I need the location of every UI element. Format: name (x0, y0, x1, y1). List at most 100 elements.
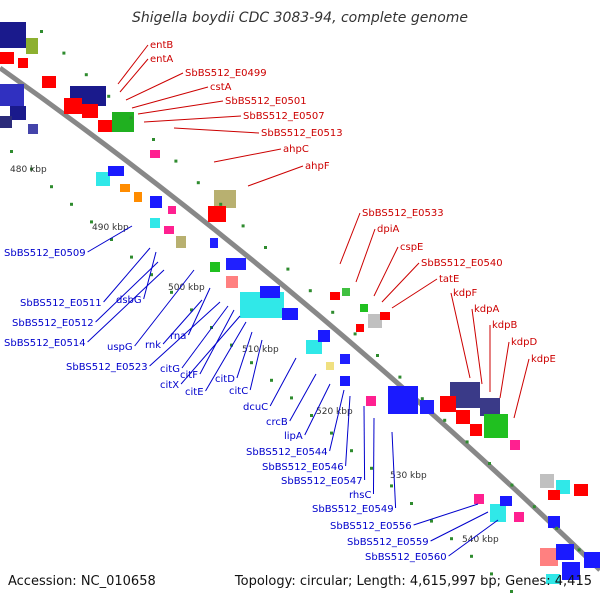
label-leader (143, 251, 157, 300)
gene-label-bottom: rna (170, 331, 186, 342)
genome-summary: Topology: circular; Length: 4,615,997 bp… (234, 574, 592, 589)
gene-feature (540, 548, 558, 566)
gene-feature (342, 288, 350, 296)
skew-dot (330, 431, 333, 435)
gene-feature (584, 552, 600, 568)
gene-label-bottom: SbBS512_E0523 (66, 362, 148, 373)
gc-skew-dots (10, 30, 581, 593)
gene-feature (226, 276, 238, 288)
skew-dot (390, 484, 393, 488)
gene-label-top: cstA (210, 82, 232, 93)
gene-feature (562, 562, 580, 580)
skew-dot (577, 548, 581, 552)
gene-feature (108, 166, 124, 176)
label-leader (181, 305, 229, 369)
skew-dot (370, 466, 373, 470)
label-leader (213, 148, 282, 163)
gene-label-bottom: uspG (107, 342, 133, 353)
gene-feature (490, 504, 506, 522)
map-title: Shigella boydii CDC 3083-94, complete ge… (131, 10, 469, 26)
gene-feature (330, 292, 340, 300)
gene-feature (18, 58, 28, 68)
gene-feature (26, 38, 38, 54)
label-leader (173, 127, 260, 134)
gene-feature (64, 98, 82, 114)
gene-label-top: ahpF (305, 161, 330, 172)
gene-feature (540, 474, 554, 488)
gene-feature (388, 386, 418, 414)
gene-feature (340, 376, 350, 386)
label-leader (125, 72, 184, 101)
label-leader (247, 165, 304, 187)
skew-dot (470, 554, 473, 558)
gene-label-bottom: SbBS512_E0544 (246, 447, 328, 458)
skew-dot (70, 202, 73, 206)
gene-feature (318, 330, 330, 342)
gene-feature (260, 286, 280, 298)
gene-label-bottom: citC (229, 386, 248, 397)
gene-label-top: entA (150, 54, 173, 65)
gene-feature (0, 84, 24, 106)
gene-label-top: SbBS512_E0501 (225, 96, 307, 107)
gene-label-bottom: dsbG (116, 295, 142, 306)
skew-dot (490, 572, 493, 576)
gene-feature (380, 312, 390, 320)
gene-feature (514, 512, 524, 522)
gene-label-bottom: SbBS512_E0549 (312, 504, 394, 515)
skew-dot (90, 220, 93, 224)
label-leader (249, 339, 263, 391)
label-leader (87, 269, 165, 343)
label-leader (355, 228, 376, 283)
label-leader (205, 321, 247, 392)
skew-dot (170, 290, 173, 294)
skew-dot (190, 308, 193, 312)
label-leader (381, 262, 420, 303)
skew-dot (10, 150, 13, 153)
gene-label-top: dpiA (377, 224, 399, 235)
feature-cluster-right (356, 304, 600, 584)
gene-feature (326, 362, 334, 370)
feature-cluster-midleft (96, 166, 350, 386)
gene-label-bottom: SbBS512_E0559 (347, 537, 429, 548)
gene-feature (480, 398, 500, 416)
skew-dot (488, 462, 491, 465)
skew-dot (130, 255, 133, 259)
gene-label-bottom: SbBS512_E0556 (330, 521, 412, 532)
gene-feature (356, 324, 364, 332)
label-leader (87, 225, 133, 253)
top-strand-labels: entBentASbBS512_E0499cstASbBS512_E0501Sb… (117, 40, 556, 419)
gene-feature (0, 52, 14, 64)
gene-label-bottom: citF (180, 370, 198, 381)
gene-label-top: SbBS512_E0540 (421, 258, 503, 269)
gene-feature (546, 574, 560, 584)
gene-label-top: kdpD (511, 337, 537, 348)
gene-label-bottom: rnk (145, 340, 161, 351)
gene-feature (120, 184, 130, 192)
gene-feature (208, 206, 226, 222)
gene-label-top: SbBS512_E0499 (185, 68, 267, 79)
skew-dot (290, 396, 293, 400)
skew-dot (443, 418, 447, 422)
label-leader (413, 503, 479, 526)
gene-label-bottom: SbBS512_E0512 (12, 318, 94, 329)
skew-dot (270, 378, 273, 382)
gene-label-top: kdpF (453, 288, 477, 299)
skew-dot (286, 267, 290, 271)
gene-feature (340, 354, 350, 364)
skew-dot (555, 526, 559, 530)
skew-dot (465, 440, 469, 444)
gene-feature (150, 150, 160, 158)
gene-label-bottom: SbBS512_E0511 (20, 298, 102, 309)
label-leader (289, 373, 317, 422)
skew-dot (510, 483, 514, 487)
gene-feature (556, 544, 574, 560)
gene-feature (168, 206, 176, 214)
gene-feature (456, 410, 470, 424)
skew-dot (129, 116, 133, 120)
skew-dot (62, 51, 66, 55)
label-leader (471, 308, 483, 385)
skew-dot (430, 519, 433, 523)
skew-dot (50, 185, 53, 189)
skew-dot (241, 224, 245, 228)
